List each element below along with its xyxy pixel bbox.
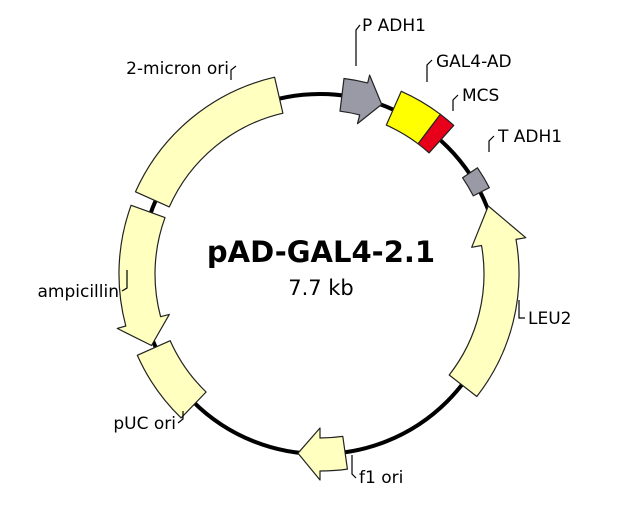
gal4-ad-leader (426, 59, 433, 82)
f1-ori-leader (351, 455, 357, 479)
t-adh1-segment (462, 167, 490, 197)
two-micron-ori-leader (230, 65, 237, 80)
puc-ori-segment (136, 340, 207, 419)
two-micron-ori-label: 2-micron ori (126, 59, 229, 79)
ampicillin-leader (121, 270, 128, 292)
t-adh1-leader (488, 135, 495, 152)
mcs-segment (417, 113, 455, 154)
two-micron-ori-segment (134, 76, 284, 208)
plasmid-size: 7.7 kb (288, 276, 354, 300)
p-adh1-arrow (339, 74, 383, 125)
p-adh1-leader (355, 24, 361, 66)
ampicillin-label: ampicillin (37, 282, 119, 302)
leu2-arrow (448, 205, 527, 398)
puc-ori-label: pUC ori (113, 414, 176, 434)
plasmid-name: pAD-GAL4-2.1 (207, 235, 435, 269)
puc-ori-leader (177, 411, 184, 424)
f1-ori-arrow (297, 427, 348, 481)
f1-ori-label: f1 ori (359, 468, 403, 488)
gal4-ad-label: GAL4-AD (436, 52, 512, 72)
leu2-leader (518, 300, 525, 319)
t-adh1-label: T ADH1 (497, 127, 562, 147)
leu2-label: LEU2 (528, 309, 571, 329)
ampicillin-arrow (116, 204, 170, 347)
mcs-label: MCS (462, 86, 499, 106)
p-adh1-label: P ADH1 (362, 16, 426, 36)
mcs-leader (452, 94, 459, 111)
